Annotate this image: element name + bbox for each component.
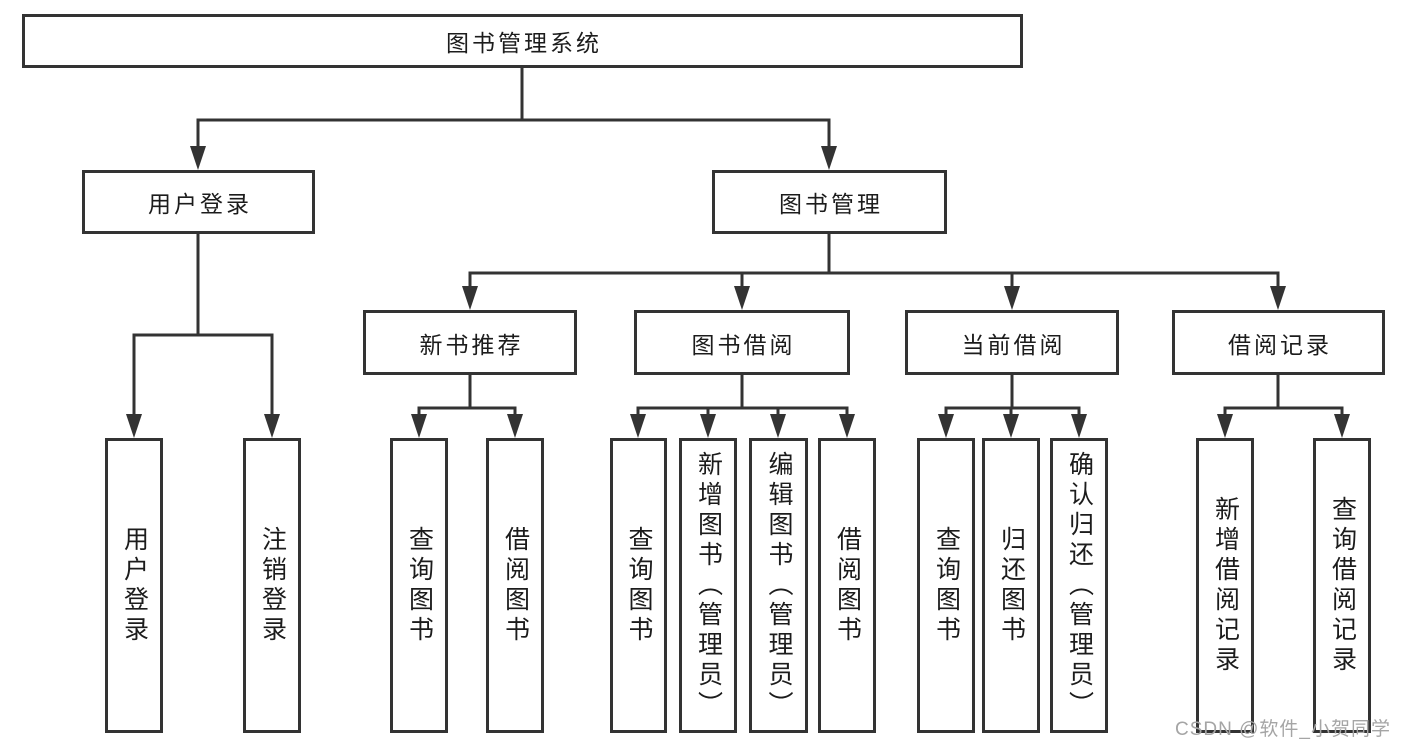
node-book-management-label: 图书管理 bbox=[779, 191, 883, 217]
node-borrowing-records-label: 借阅记录 bbox=[1228, 331, 1332, 358]
node-book-borrowing-label: 图书借阅 bbox=[691, 331, 796, 358]
node-new-book-recommendation-label: 新书推荐 bbox=[419, 331, 524, 358]
leaf-add-book-admin: 新增图书（管理员） bbox=[679, 438, 737, 733]
leaf-confirm-return-admin: 确认归还（管理员） bbox=[1050, 438, 1108, 733]
leaf-edit-book-admin-label: 编辑图书（管理员） bbox=[765, 450, 793, 721]
leaf-borrow-books-borrowing: 借阅图书 bbox=[818, 438, 876, 733]
leaf-logout-label: 注销登录 bbox=[258, 525, 287, 646]
leaf-query-books-recommend: 查询图书 bbox=[390, 438, 448, 733]
leaf-query-borrow-record-label: 查询借阅记录 bbox=[1328, 495, 1357, 676]
leaf-return-book-label: 归还图书 bbox=[997, 525, 1026, 646]
node-library-management-system-label: 图书管理系统 bbox=[446, 30, 602, 56]
connector-current-borrow-children bbox=[938, 375, 1087, 438]
leaf-return-book: 归还图书 bbox=[982, 438, 1040, 733]
leaf-add-book-admin-label: 新增图书（管理员） bbox=[694, 450, 723, 721]
leaf-query-books-current: 查询图书 bbox=[917, 438, 975, 733]
leaf-user-login: 用户登录 bbox=[105, 438, 163, 733]
leaf-query-books-borrowing-label: 查询图书 bbox=[625, 525, 653, 646]
leaf-logout: 注销登录 bbox=[243, 438, 301, 733]
leaf-borrow-books-recommend-label: 借阅图书 bbox=[501, 525, 530, 646]
leaf-borrow-books-recommend: 借阅图书 bbox=[486, 438, 544, 733]
connector-borrow-records-children bbox=[1217, 375, 1350, 438]
leaf-query-books-current-label: 查询图书 bbox=[932, 525, 961, 646]
leaf-add-borrow-record-label: 新增借阅记录 bbox=[1211, 495, 1240, 676]
node-borrowing-records: 借阅记录 bbox=[1172, 310, 1385, 375]
leaf-add-borrow-record: 新增借阅记录 bbox=[1196, 438, 1254, 733]
leaf-edit-book-admin: 编辑图书（管理员） bbox=[749, 438, 808, 733]
leaf-query-books-recommend-label: 查询图书 bbox=[405, 525, 434, 646]
node-user-login: 用户登录 bbox=[82, 170, 315, 234]
watermark: CSDN @软件_小贺同学 bbox=[1175, 719, 1391, 740]
node-new-book-recommendation: 新书推荐 bbox=[363, 310, 577, 375]
connector-user-login-children bbox=[126, 234, 280, 438]
leaf-query-books-borrowing: 查询图书 bbox=[610, 438, 667, 733]
node-user-login-label: 用户登录 bbox=[148, 191, 252, 217]
node-current-borrowing: 当前借阅 bbox=[905, 310, 1119, 375]
node-book-management: 图书管理 bbox=[712, 170, 947, 234]
leaf-borrow-books-borrowing-label: 借阅图书 bbox=[833, 525, 862, 646]
connector-book-mgmt-children bbox=[462, 234, 1286, 310]
node-library-management-system: 图书管理系统 bbox=[22, 14, 1023, 68]
connector-new-book-rec-children bbox=[411, 375, 523, 438]
node-current-borrowing-label: 当前借阅 bbox=[961, 331, 1066, 358]
leaf-query-borrow-record: 查询借阅记录 bbox=[1313, 438, 1371, 733]
connector-book-borrow-children bbox=[630, 375, 855, 438]
leaf-confirm-return-admin-label: 确认归还（管理员） bbox=[1065, 450, 1094, 721]
node-book-borrowing: 图书借阅 bbox=[634, 310, 850, 375]
connector-root-to-level2 bbox=[190, 68, 837, 170]
leaf-user-login-label: 用户登录 bbox=[120, 525, 149, 646]
